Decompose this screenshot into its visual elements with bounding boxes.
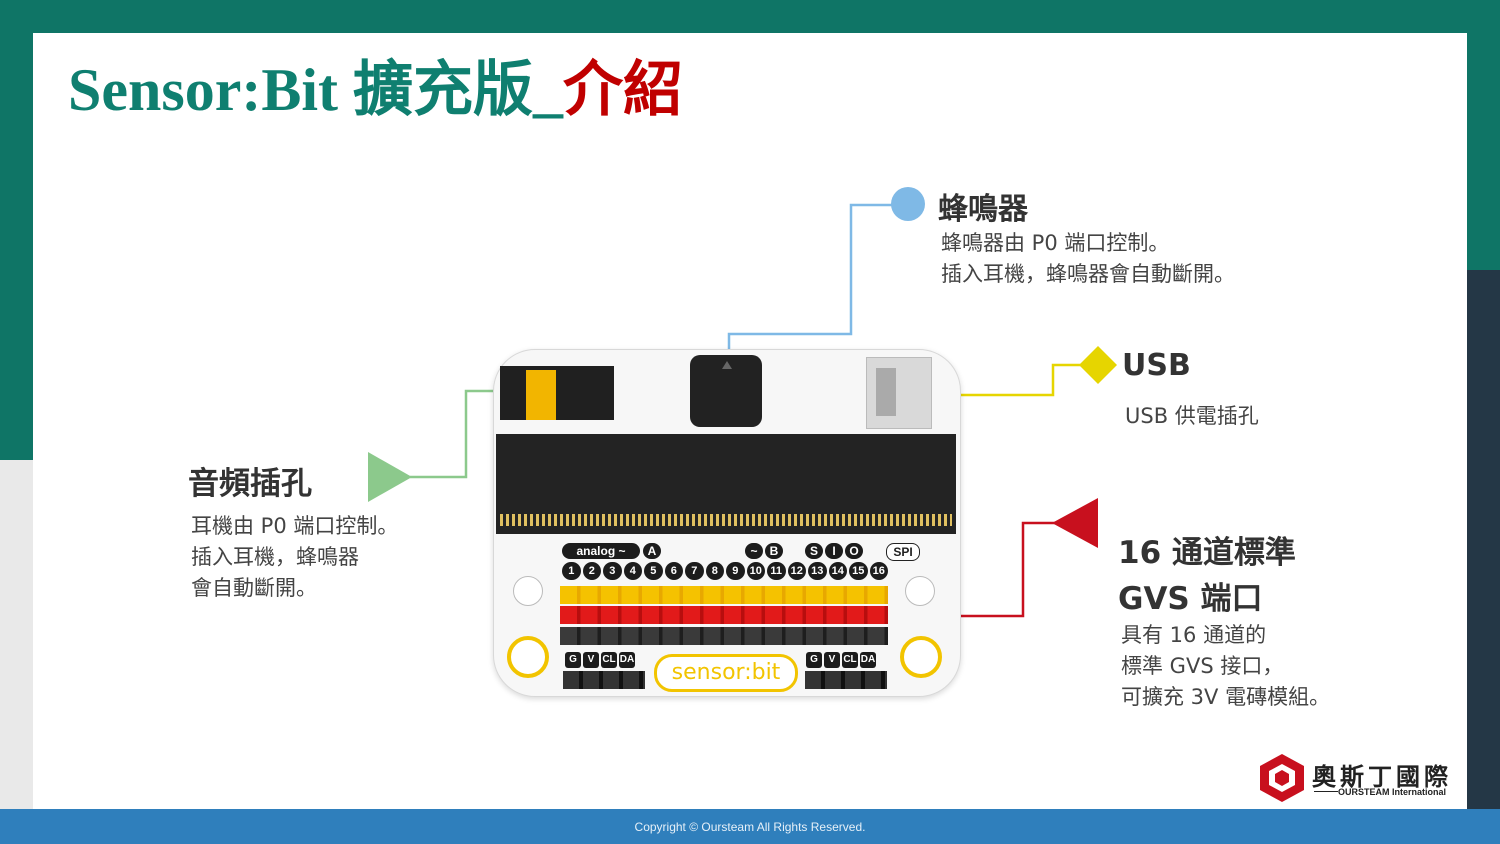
audio-marker-icon	[368, 452, 412, 502]
gvs-title-line1: 16 通道標準	[1118, 535, 1296, 571]
gvs-desc-line: 具有 16 通道的	[1121, 623, 1267, 647]
logo-divider	[1314, 791, 1338, 792]
edge-connector-teeth	[500, 514, 952, 526]
pin-number: 4	[623, 562, 642, 580]
pin-number: 1	[562, 562, 581, 580]
audio-desc-line: 插入耳機，蜂鳴器	[191, 545, 359, 569]
usb-title: USB	[1122, 348, 1191, 383]
audio-jack-plug	[526, 370, 556, 420]
title-highlight: 介紹	[563, 57, 683, 123]
mounting-ring-right	[900, 636, 942, 678]
i2c-header-left	[563, 671, 645, 689]
usb-connector-line	[928, 363, 1098, 397]
i2c-pin-label: V	[583, 652, 599, 668]
buzzer-marker-icon	[891, 187, 925, 221]
i-label: I	[825, 543, 843, 559]
audio-title: 音頻插孔	[188, 466, 312, 502]
i2c-label-left: G V CL DA	[565, 652, 635, 668]
s-label: S	[805, 543, 823, 559]
ground-pin-row	[560, 627, 888, 645]
pin-number: 15	[849, 562, 868, 580]
pin-number: 10	[746, 562, 765, 580]
pin-number: 2	[582, 562, 601, 580]
usb-description: USB 供電插孔	[1125, 401, 1259, 432]
buzzer-title: 蜂鳴器	[938, 192, 1028, 227]
gvs-marker-icon	[1052, 498, 1098, 548]
usb-desc-line: USB 供電插孔	[1125, 404, 1259, 428]
i2c-label-right: G V CL DA	[806, 652, 876, 668]
pin-number: 11	[767, 562, 786, 580]
gvs-desc-line: 可擴充 3V 電磚模組。	[1121, 685, 1331, 709]
audio-desc-line: 耳機由 P0 端口控制。	[191, 514, 399, 538]
pwm-label: ~	[745, 543, 763, 559]
footer-bar: Copyright © Oursteam All Rights Reserved…	[0, 809, 1500, 844]
pin-number: 7	[685, 562, 704, 580]
audio-connector-line	[410, 389, 510, 479]
pin-number: 16	[869, 562, 888, 580]
gvs-desc-line: 標準 GVS 接口，	[1121, 654, 1284, 678]
vcc-pin-row	[560, 606, 888, 624]
i2c-pin-label: DA	[860, 652, 876, 668]
pin-number: 6	[664, 562, 683, 580]
signal-pin-row	[560, 586, 888, 604]
i2c-header-right	[805, 671, 887, 689]
mounting-hole-right	[905, 576, 935, 606]
pin-number: 3	[603, 562, 622, 580]
copyright-text: Copyright © Oursteam All Rights Reserved…	[634, 820, 866, 834]
a-label: A	[643, 543, 661, 559]
buzzer-desc-line: 蜂鳴器由 P0 端口控制。	[941, 231, 1170, 255]
pin-number-row: 1 2 3 4 5 6 7 8 9 10 11 12 13 14 15 16	[562, 562, 888, 580]
page-title: Sensor:Bit 擴充版_介紹	[68, 52, 683, 128]
b-label: B	[765, 543, 783, 559]
o-label: O	[845, 543, 863, 559]
buzzer-connector-line	[727, 203, 908, 358]
i2c-pin-label: DA	[619, 652, 635, 668]
mounting-hole-left	[513, 576, 543, 606]
title-main: Sensor:Bit 擴充版_	[68, 57, 563, 123]
usb-port-socket	[876, 368, 896, 416]
usb-marker-icon	[1079, 346, 1117, 384]
pin-number: 13	[808, 562, 827, 580]
mounting-ring-left	[507, 636, 549, 678]
i2c-pin-label: CL	[601, 652, 617, 668]
buzzer-desc-line: 插入耳機，蜂鳴器會自動斷開。	[941, 262, 1235, 286]
logo-subtitle: OURSTEAM International	[1338, 787, 1447, 797]
pin-number: 9	[726, 562, 745, 580]
pin-number: 8	[705, 562, 724, 580]
gvs-title-line2: GVS 端口	[1118, 581, 1263, 617]
audio-desc-line: 會自動斷開。	[191, 576, 317, 600]
board-brand-label: sensor:bit	[654, 654, 798, 692]
analog-label: analog ~	[562, 543, 640, 559]
spi-label: SPI	[886, 543, 920, 561]
audio-description: 耳機由 P0 端口控制。 插入耳機，蜂鳴器 會自動斷開。	[191, 511, 398, 604]
logo-name: 奧斯丁國際	[1312, 763, 1452, 791]
pin-number: 14	[828, 562, 847, 580]
buzzer-description: 蜂鳴器由 P0 端口控制。 插入耳機，蜂鳴器會自動斷開。	[941, 228, 1235, 290]
i2c-pin-label: CL	[842, 652, 858, 668]
pin-number: 5	[644, 562, 663, 580]
i2c-pin-label: V	[824, 652, 840, 668]
audio-jack	[500, 366, 614, 420]
buzzer-polarity-icon	[722, 361, 732, 369]
gvs-description: 具有 16 通道的 標準 GVS 接口， 可擴充 3V 電磚模組。	[1121, 620, 1330, 713]
i2c-pin-label: G	[806, 652, 822, 668]
oursteam-logo-icon	[1260, 754, 1304, 802]
pin-number: 12	[787, 562, 806, 580]
i2c-pin-label: G	[565, 652, 581, 668]
